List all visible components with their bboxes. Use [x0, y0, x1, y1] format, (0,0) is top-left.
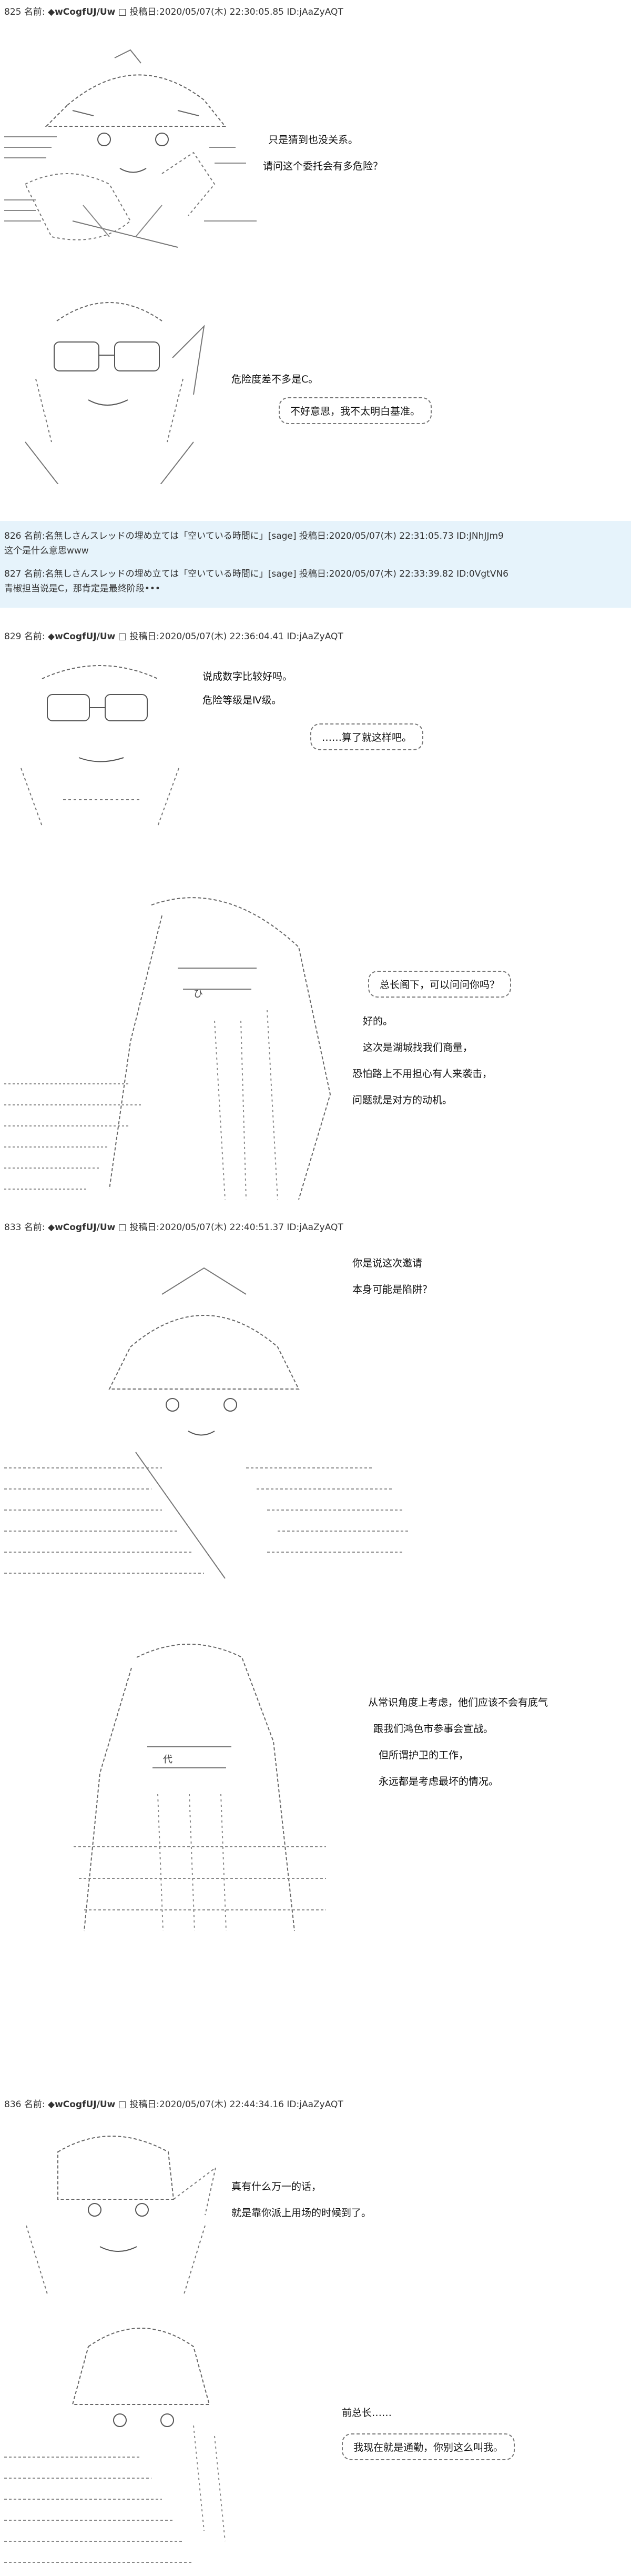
- art-glyph: ひ: [194, 989, 203, 1000]
- reply-band: 826 名前:名無しさんスレッドの埋め立ては「空いている時間に」[sage] 投…: [0, 521, 631, 608]
- reply-header-826: 826 名前:名無しさんスレッドの埋め立ては「空いている時間に」[sage] 投…: [4, 531, 504, 541]
- dialogue-line: 就是靠你派上用场的时候到了。: [231, 2207, 372, 2219]
- dialogue-line: 真有什么万一的话，: [231, 2181, 322, 2192]
- dialogue-line: 只是猜到也没关系。: [268, 134, 359, 146]
- box-glyph: □: [118, 2099, 127, 2110]
- ascii-art-figure-2: [4, 284, 236, 484]
- name-label: 名前:: [24, 1222, 45, 1233]
- post-number: 836: [4, 2099, 22, 2110]
- dialogue-line: 恐怕路上不用担心有人来袭击，: [352, 1068, 493, 1080]
- ascii-art-figure-3: [11, 652, 200, 826]
- ascii-art-figure-4: ひ: [4, 884, 351, 1210]
- tripcode: ◆wCogfUJ/Uw: [48, 631, 116, 642]
- dialogue-line: 永远都是考虑最坏的情况。: [379, 1776, 499, 1787]
- dialogue-line: 你是说这次邀请: [352, 1257, 423, 1269]
- box-glyph: □: [118, 631, 127, 642]
- post-date: 投稿日:2020/05/07(木) 22:36:04.41 ID:jAaZyAQ…: [129, 631, 343, 642]
- box-glyph: □: [118, 1222, 127, 1233]
- dialogue-line: 说成数字比较好吗。: [202, 671, 293, 682]
- dialogue-line: 本身可能是陷阱？: [352, 1284, 433, 1295]
- ascii-art-figure-1: [4, 47, 278, 258]
- tripcode: ◆wCogfUJ/Uw: [48, 2099, 116, 2110]
- name-label: 名前:: [24, 7, 45, 17]
- speech-bubble: ……算了就这样吧。: [310, 723, 424, 750]
- dialogue-line: 跟我们鸿色市参事会宣战。: [373, 1723, 494, 1735]
- reply-body-827: 青椒担当说是C，那肯定是最终阶段•••: [4, 583, 160, 594]
- ascii-art-figure-8: [4, 2310, 309, 2568]
- dialogue-line: 前总长……: [342, 2407, 392, 2419]
- post-date: 投稿日:2020/05/07(木) 22:44:34.16 ID:jAaZyAQ…: [129, 2099, 343, 2110]
- post-number: 833: [4, 1222, 22, 1233]
- post-number: 825: [4, 7, 22, 17]
- ascii-art-figure-5: [4, 1263, 414, 1589]
- dialogue-line: 但所谓护卫的工作，: [379, 1749, 469, 1761]
- speech-bubble: 不好意思，我不太明白基准。: [279, 397, 432, 424]
- reply-body-826: 这个是什么意思www: [4, 546, 89, 556]
- post-header-833: 833 名前: ◆wCogfUJ/Uw □ 投稿日:2020/05/07(木) …: [4, 1220, 343, 1233]
- reply-header-827: 827 名前:名無しさんスレッドの埋め立ては「空いている時間に」[sage] 投…: [4, 569, 508, 579]
- name-label: 名前:: [24, 2099, 45, 2110]
- ascii-art-figure-7: [16, 2120, 237, 2294]
- art-glyph: 代: [163, 1754, 172, 1765]
- dialogue-line: 从常识角度上考虑，他们应该不会有底气: [368, 1697, 548, 1708]
- speech-bubble: 我现在就是通勤，你别这么叫我。: [342, 2433, 515, 2460]
- dialogue-line: 问题就是对方的动机。: [352, 1094, 453, 1106]
- dialogue-line: 危险度差不多是C。: [231, 374, 319, 385]
- ascii-art-figure-6: 代: [32, 1636, 347, 1941]
- post-number: 829: [4, 631, 22, 642]
- tripcode: ◆wCogfUJ/Uw: [48, 1222, 116, 1233]
- tripcode: ◆wCogfUJ/Uw: [48, 7, 116, 17]
- post-date: 投稿日:2020/05/07(木) 22:40:51.37 ID:jAaZyAQ…: [129, 1222, 343, 1233]
- post-header-825: 825 名前: ◆wCogfUJ/Uw □ 投稿日:2020/05/07(木) …: [4, 4, 343, 17]
- dialogue-line: 请问这个委托会有多危险？: [263, 160, 383, 172]
- speech-bubble: 总长阁下，可以问问你吗？: [368, 971, 512, 998]
- dialogue-line: 危险等级是Ⅳ级。: [202, 695, 282, 706]
- dialogue-line: 这次是湖城找我们商量，: [363, 1042, 473, 1053]
- name-label: 名前:: [24, 631, 45, 642]
- post-header-829: 829 名前: ◆wCogfUJ/Uw □ 投稿日:2020/05/07(木) …: [4, 629, 343, 642]
- post-header-836: 836 名前: ◆wCogfUJ/Uw □ 投稿日:2020/05/07(木) …: [4, 2097, 343, 2110]
- box-glyph: □: [118, 7, 127, 17]
- dialogue-line: 好的。: [363, 1015, 393, 1027]
- post-date: 投稿日:2020/05/07(木) 22:30:05.85 ID:jAaZyAQ…: [129, 7, 343, 17]
